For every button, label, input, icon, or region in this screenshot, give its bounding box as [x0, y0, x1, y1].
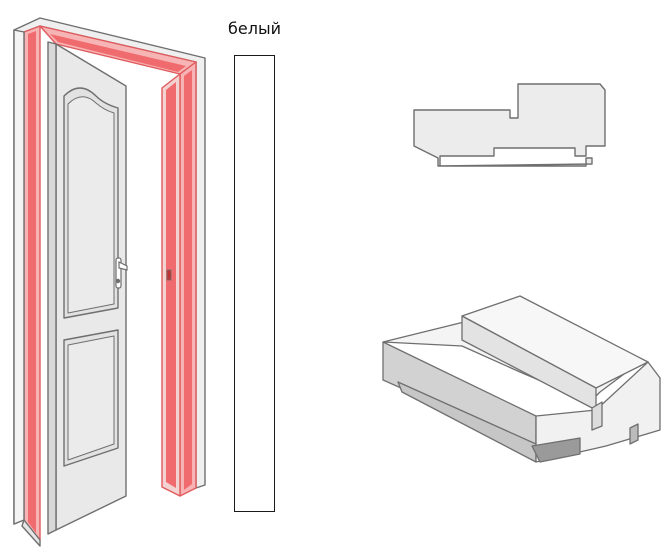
profile-3d-icon [382, 295, 661, 463]
color-swatch-label: белый [228, 19, 281, 38]
door-frame-icon [13, 17, 206, 547]
door-leaf-icon [47, 41, 127, 535]
profile-cross-section-icon [413, 83, 606, 167]
door-handle-icon [115, 257, 128, 289]
color-swatch [234, 55, 275, 512]
